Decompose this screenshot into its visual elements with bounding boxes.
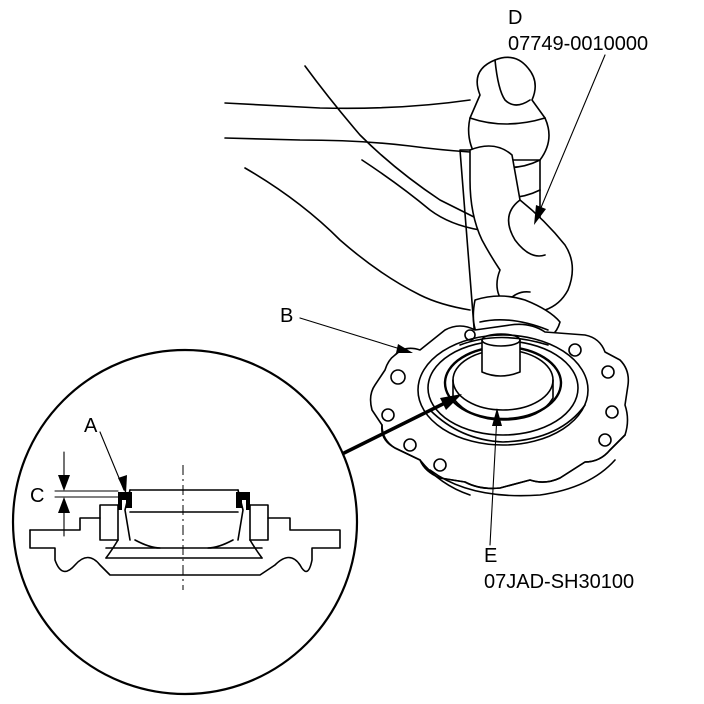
dimension-arrow-top <box>58 475 70 491</box>
driver-shaft <box>481 333 521 377</box>
dimension-arrow-bottom <box>58 497 70 513</box>
seal-section-left <box>118 492 132 510</box>
leader-e <box>489 414 498 546</box>
bolt-hole <box>568 343 582 357</box>
label-c: C <box>30 485 44 507</box>
forearm-top <box>224 99 471 110</box>
housing-b <box>369 323 630 497</box>
leader-b <box>299 317 411 353</box>
label-e: E <box>484 545 497 567</box>
bolt-hole <box>381 408 395 422</box>
label-a: A <box>84 415 98 437</box>
bolt-hole <box>601 365 615 379</box>
leader-lines <box>299 54 606 546</box>
bolt-hole <box>605 405 619 419</box>
leader-d <box>539 54 606 211</box>
bolt-hole <box>390 369 406 385</box>
detail-view <box>11 348 359 696</box>
label-b: B <box>280 305 293 327</box>
bolt-hole <box>464 329 476 341</box>
detail-arrow <box>339 396 456 457</box>
bolt-hole <box>433 458 447 472</box>
label-d: D <box>508 7 522 29</box>
bolt-hole <box>403 438 417 452</box>
label-d-part-number: 07749-0010000 <box>508 33 648 55</box>
label-e-part-number: 07JAD-SH30100 <box>484 571 634 593</box>
seal-section-right <box>236 492 250 510</box>
hammer-head <box>467 56 550 161</box>
bolt-hole <box>598 433 612 447</box>
forearm-bottom <box>244 167 471 311</box>
detail-circle <box>11 348 359 696</box>
